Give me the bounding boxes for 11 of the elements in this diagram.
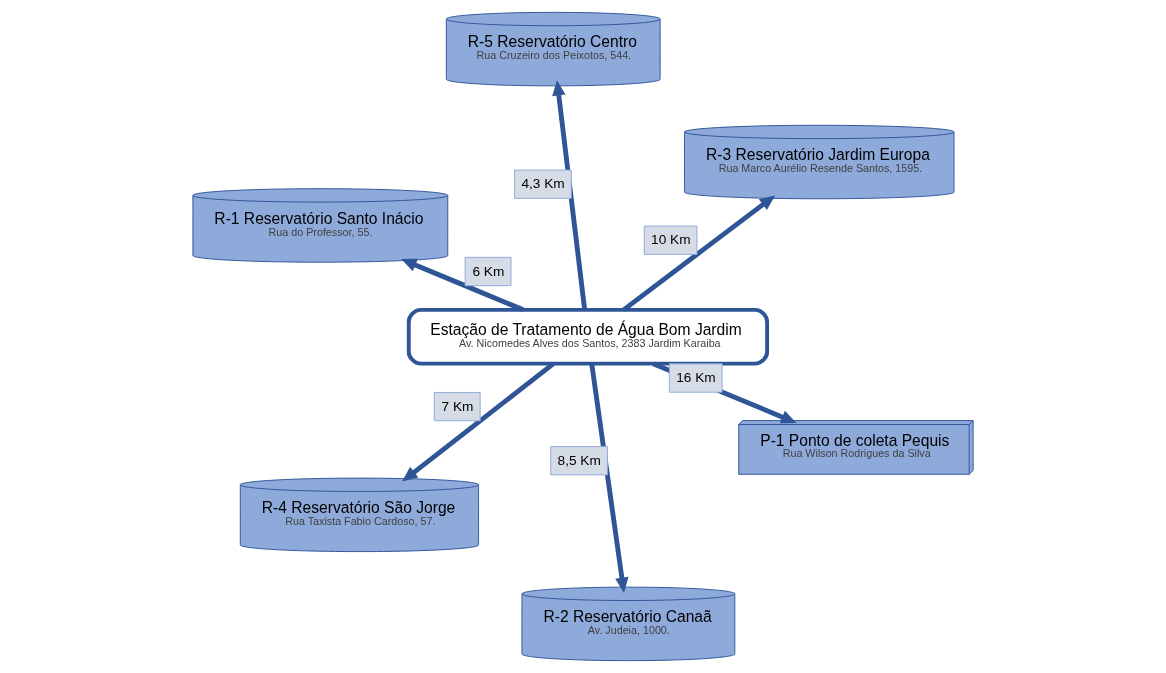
node-box: Estação de Tratamento de Água Bom Jardim Av. Nicomedes Alves dos Santos, 2383 Jardim Karaiba [406,307,770,366]
edge-label: 6 Km [472,263,505,279]
edge-label: 7 Km [441,398,474,414]
arrow [402,361,555,482]
edge-label: 16 Km [676,370,716,386]
arrow [622,195,776,312]
arrow [552,80,588,310]
edge-label: 4,3 Km [521,176,565,192]
arrow [589,363,629,593]
edge-label: 10 Km [651,232,691,248]
edge-label: 8,5 Km [557,452,601,468]
